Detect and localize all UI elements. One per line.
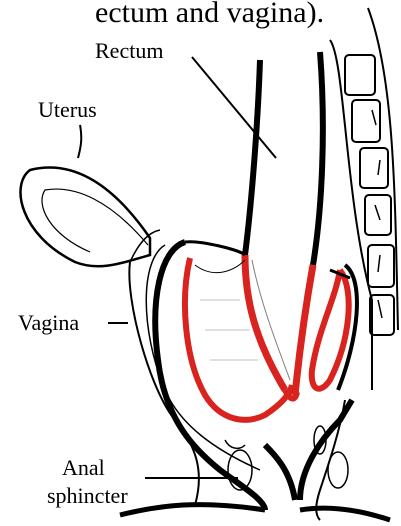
- rectum-leader-line: [192, 57, 276, 158]
- uterus: [20, 168, 160, 267]
- anal-sphincter-label-line2: sphincter: [47, 483, 128, 508]
- caption-fragment: ectum and vagina).: [95, 0, 324, 29]
- anal-canal: [312, 265, 357, 390]
- spine: [330, 8, 398, 390]
- uterus-label: Uterus: [38, 97, 97, 122]
- vagina: [155, 242, 292, 510]
- vagina-label: Vagina: [18, 310, 79, 335]
- rectum-label: Rectum: [95, 38, 163, 63]
- rectum: [245, 52, 323, 399]
- uterus-leader-line: [78, 125, 81, 158]
- anal-sphincter-label-line1: Anal: [62, 455, 105, 480]
